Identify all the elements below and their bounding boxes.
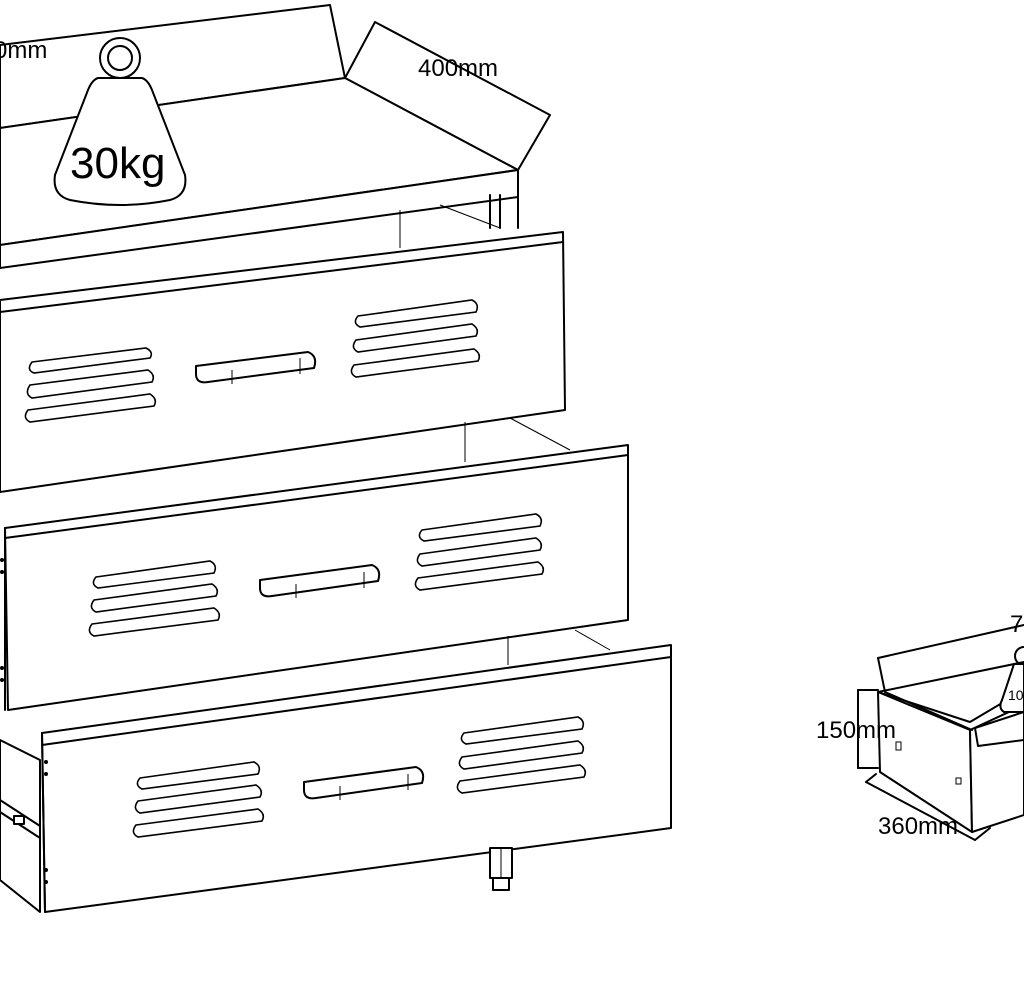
dimension-label-width: 0mm	[0, 37, 47, 64]
drawer-top	[0, 231, 571, 493]
drawer-weight-label: 10	[1008, 687, 1024, 703]
drawer-width-label: 7	[1010, 611, 1023, 638]
cabinet-leg	[489, 847, 513, 891]
dimension-label-depth: 400mm	[418, 55, 498, 82]
drawer-middle	[0, 444, 629, 711]
drawer-bottom	[0, 644, 672, 913]
drawer-depth-label: 360mm	[878, 813, 958, 840]
drawer-height-label: 150mm	[816, 717, 896, 744]
weight-label: 30kg	[70, 139, 165, 188]
single-drawer: 10	[857, 624, 1024, 841]
weight-icon: 30kg	[53, 37, 187, 206]
